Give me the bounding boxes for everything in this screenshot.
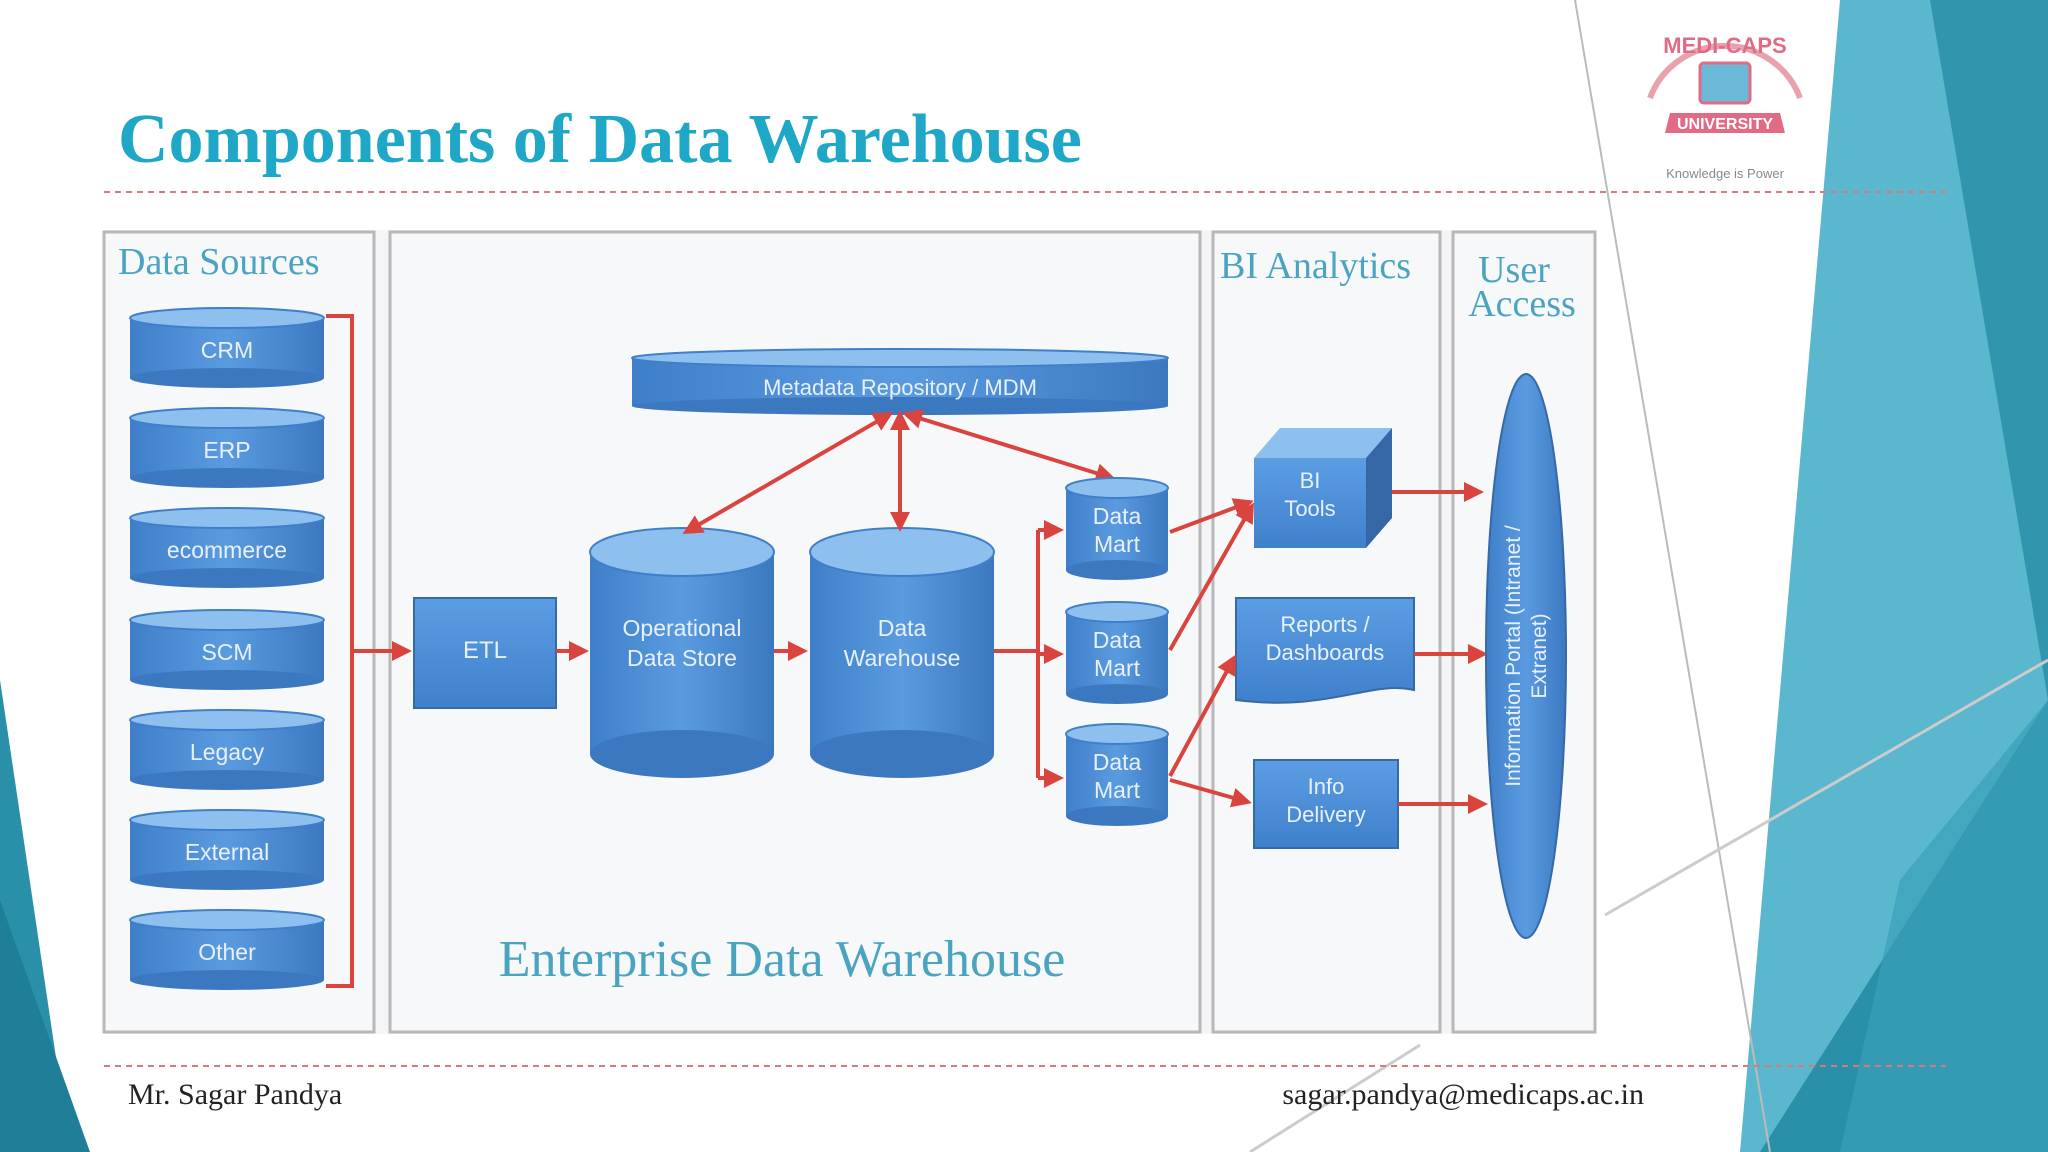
data-sources-label: Data Sources — [118, 241, 320, 283]
reports-line1: Reports / — [1280, 612, 1370, 637]
data-mart-label: Data — [1093, 627, 1142, 653]
portal-line2: Extranet) — [1528, 613, 1551, 698]
bi-tools-line2: Tools — [1284, 496, 1335, 521]
reports-dashboards: Reports / Dashboards — [1235, 597, 1415, 704]
data-source-scm: SCM — [129, 609, 325, 690]
information-portal: Information Portal (Intranet / Extranet) — [1485, 373, 1567, 939]
data-source-label: ERP — [203, 437, 250, 463]
data-source-label: Other — [198, 939, 256, 965]
info-delivery-line1: Info — [1308, 774, 1345, 799]
logo-tagline: Knowledge is Power — [1666, 166, 1784, 181]
footer-email: sagar.pandya@medicaps.ac.in — [1282, 1078, 1644, 1111]
dw-label-line1: Data — [878, 615, 927, 641]
university-logo: MEDI-CAPS UNIVERSITY Knowledge is Power — [1647, 33, 1803, 181]
slide-title: Components of Data Warehouse — [118, 101, 1082, 178]
info-delivery-line2: Delivery — [1286, 802, 1365, 827]
data-mart-label: Data — [1093, 749, 1142, 775]
data-source-label: SCM — [201, 639, 252, 665]
bi-tools-cube: BI Tools — [1254, 428, 1392, 548]
arrow-mart3-info — [1169, 778, 1252, 808]
data-source-erp: ERP — [129, 407, 325, 488]
portal-line1: Information Portal (Intranet / — [1502, 525, 1525, 787]
etl-label: ETL — [463, 637, 507, 664]
arrow-mart2-bi — [1168, 502, 1254, 651]
data-source-label: CRM — [201, 337, 253, 363]
data-mart-label: Mart — [1094, 531, 1141, 557]
ods-label-line2: Data Store — [627, 645, 737, 671]
data-source-legacy: Legacy — [129, 709, 325, 790]
bi-tools-line1: BI — [1300, 468, 1321, 493]
footer-author: Mr. Sagar Pandya — [128, 1078, 343, 1111]
user-access-label-line1: User — [1478, 249, 1550, 291]
logo-university-word: UNIVERSITY — [1677, 116, 1773, 133]
data-mart-label: Mart — [1094, 655, 1141, 681]
user-access-label-line2: Access — [1468, 283, 1576, 325]
bi-analytics-label: BI Analytics — [1220, 245, 1411, 287]
etl-box — [413, 597, 557, 709]
data-source-crm: CRM — [129, 307, 325, 388]
operational-data-store: Operational Data Store — [589, 527, 775, 778]
data-source-ecommerce: ecommerce — [129, 507, 325, 588]
arrow-metadata-mart — [902, 409, 1116, 483]
metadata-label: Metadata Repository / MDM — [763, 375, 1037, 400]
edw-label: Enterprise Data Warehouse — [499, 931, 1066, 988]
data-source-label: ecommerce — [167, 537, 287, 563]
data-mart-label: Mart — [1094, 777, 1141, 803]
ods-label-line1: Operational — [623, 615, 742, 641]
data-warehouse: Data Warehouse — [809, 527, 995, 778]
arrow-mart3-reports — [1168, 654, 1236, 777]
diagram: Data Sources BI Analytics User Access En… — [102, 230, 1597, 1034]
metadata-repository: Metadata Repository / MDM — [631, 348, 1169, 415]
logo-university-name: MEDI-CAPS — [1663, 33, 1786, 58]
arrow-metadata-ods — [682, 411, 894, 535]
dw-label-line2: Warehouse — [844, 645, 961, 671]
reports-line2: Dashboards — [1266, 640, 1385, 665]
data-source-external: External — [129, 809, 325, 890]
data-mart-label: Data — [1093, 503, 1142, 529]
data-source-label: External — [185, 839, 269, 865]
data-source-other: Other — [129, 909, 325, 990]
data-source-label: Legacy — [190, 739, 265, 765]
info-delivery: Info Delivery — [1253, 759, 1399, 849]
